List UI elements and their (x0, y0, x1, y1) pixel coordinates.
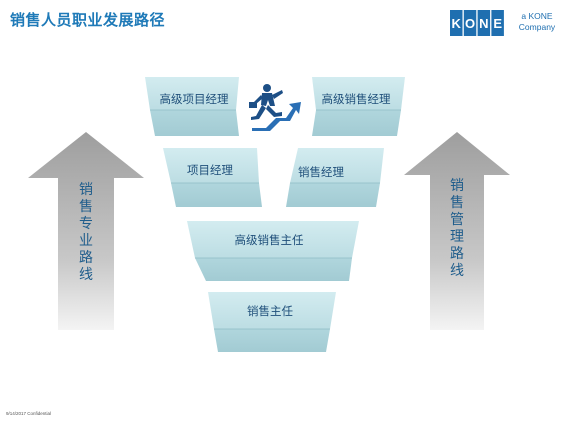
page-title: 销售人员职业发展路径 (10, 11, 166, 29)
left-arrow-label: 销售专业路线 (79, 182, 93, 283)
tagline-line-2: Company (518, 22, 556, 32)
level-box-project-manager: 项目经理 (163, 148, 262, 207)
level-box-senior-sales-manager: 高级销售经理 (312, 77, 405, 136)
level-label: 高级销售主任 (235, 233, 304, 247)
climbing-businessman-icon (249, 84, 301, 131)
kone-logo: K O N E (450, 10, 504, 36)
tagline-line-1: a KONE (521, 11, 553, 21)
level-label: 项目经理 (187, 163, 233, 177)
right-arrow-label: 销售管理路线 (450, 178, 464, 279)
level-box-sales-supervisor: 销售主任 (208, 292, 336, 352)
level-box-senior-project-manager: 高级项目经理 (145, 77, 239, 136)
level-label: 高级销售经理 (322, 92, 391, 106)
logo-tagline: a KONE Company (512, 11, 562, 33)
level-label: 高级项目经理 (160, 92, 229, 106)
level-label: 销售经理 (298, 165, 344, 179)
level-box-senior-sales-supervisor: 高级销售主任 (187, 221, 359, 281)
logo-letter: K (452, 16, 462, 31)
logo-letter: O (465, 16, 475, 31)
footer-text: 9/14/2017 Confidential (6, 411, 52, 416)
level-label: 销售主任 (247, 304, 293, 318)
logo-letter: E (493, 16, 502, 31)
right-up-arrow (404, 132, 510, 330)
logo-letter: N (479, 16, 488, 31)
level-box-sales-manager: 销售经理 (286, 148, 384, 207)
left-up-arrow (28, 132, 144, 330)
